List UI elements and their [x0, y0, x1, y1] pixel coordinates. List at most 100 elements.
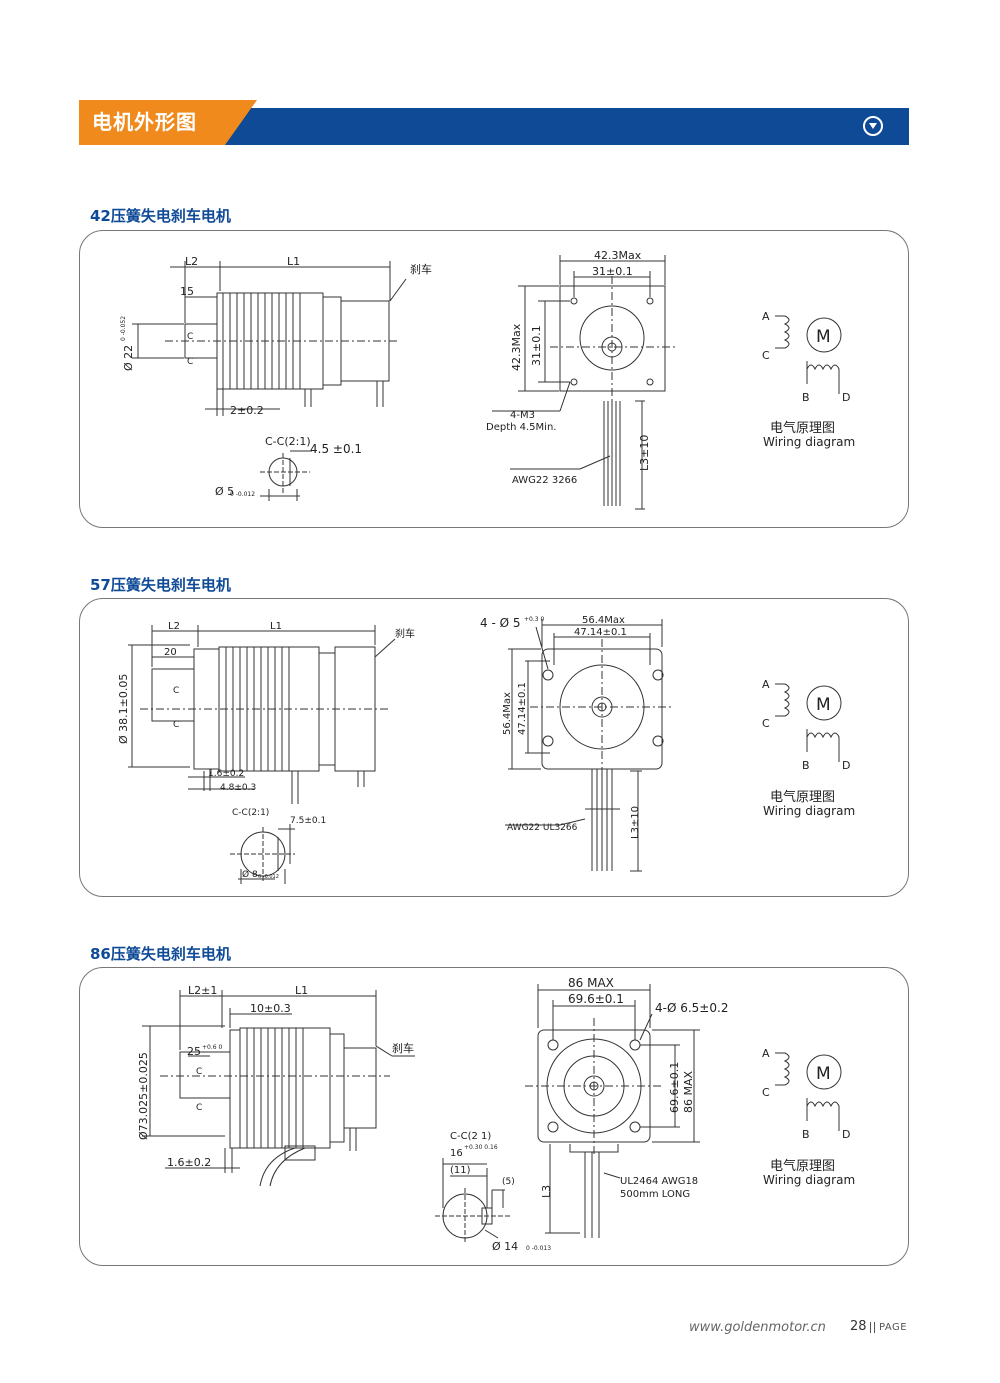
dim-shaft-dia: Ø73.025±0.025	[137, 1052, 150, 1140]
page-title: 电机外形图	[92, 110, 197, 134]
dim-l2: L2±1	[188, 984, 217, 997]
dim-11: (11)	[450, 1165, 471, 1176]
label-depth: Depth 4.5Min.	[486, 422, 556, 433]
wire-c: C	[762, 717, 770, 730]
wiring-title-en: Wiring diagram	[763, 804, 855, 818]
wire-a: A	[762, 678, 770, 691]
wiring-title-cn: 电气原理图	[770, 420, 835, 436]
wire-d: D	[842, 759, 850, 772]
label-awg: AWG22 UL3266	[507, 823, 578, 833]
dim-shaft-dia: Ø 38.1±0.05	[117, 674, 130, 744]
wire-c: C	[762, 1086, 770, 1099]
label-brake: 刹车	[395, 627, 415, 640]
dim-section-dia: Ø 5	[215, 485, 234, 498]
dim-front-pitch: 31±0.1	[592, 265, 633, 278]
wire-b: B	[802, 759, 810, 772]
dim-16: 16	[450, 1148, 463, 1159]
cut-mark-c1: C	[187, 332, 193, 342]
label-holes: 4-M3	[510, 410, 535, 421]
dim-front-vmax: 42.3Max	[510, 323, 523, 371]
dim-l2: L2	[168, 621, 180, 632]
dim-gap2: 4.8±0.3	[220, 783, 256, 793]
wiring-title-en: Wiring diagram	[763, 1173, 855, 1187]
wire-b: B	[802, 1128, 810, 1141]
dim-front-vmax: 56.4Max	[502, 692, 513, 735]
wiring-title-cn: 电气原理图	[770, 1158, 835, 1174]
dim-l1: L1	[287, 255, 300, 268]
dim-20: 20	[164, 647, 177, 658]
dim-section-dia: Ø 8	[242, 869, 258, 880]
cut-mark-c2: C	[187, 357, 193, 367]
dim-flat: 7.5±0.1	[290, 816, 326, 826]
dim-section-tol: 0 -0.013	[526, 1245, 551, 1252]
dim-16-tol: +0.30 0.16	[464, 1144, 498, 1151]
cut-mark-c2: C	[196, 1103, 202, 1113]
motor-symbol: M	[816, 1064, 831, 1084]
dim-shaft-tol: 0 -0.052	[120, 316, 127, 341]
dim-front-max: 42.3Max	[594, 249, 642, 262]
dim-front-vpitch: 47.14±0.1	[517, 682, 528, 735]
header-tab	[79, 100, 257, 145]
cut-mark-c1: C	[173, 686, 179, 696]
dim-10: 10±0.3	[250, 1002, 291, 1015]
dim-gap: 2±0.2	[230, 404, 264, 417]
chevron-down-circle-icon[interactable]	[863, 116, 883, 136]
label-holes: 4-Ø 6.5±0.2	[655, 1001, 728, 1015]
page-separator	[870, 1322, 875, 1333]
dim-gap1: 1.6±0.2	[208, 769, 244, 779]
dim-front-vmax: 86 MAX	[682, 1070, 695, 1113]
section-title-57: 57压簧失电刹车电机	[90, 576, 231, 594]
dim-l3: L3±10	[630, 806, 641, 839]
section-label: C-C(2:1)	[232, 808, 269, 818]
drawing-42: L2 L1 15 刹车 Ø 22 0 -0.052 2±0.2 C C C-C(…	[120, 249, 855, 510]
label-brake: 刹车	[392, 1041, 414, 1055]
wire-d: D	[842, 1128, 850, 1141]
wiring-title-cn: 电气原理图	[770, 789, 835, 805]
dim-l1: L1	[295, 984, 308, 997]
section-title-42: 42压簧失电刹车电机	[90, 207, 231, 225]
dim-flat: 4.5 ±0.1	[310, 442, 362, 456]
label-cable-1: UL2464 AWG18	[620, 1176, 698, 1187]
drawing-86: L2±1 L1 10±0.3 25 +0.6 0 刹车 Ø73.025±0.02…	[137, 976, 855, 1253]
section-title-86: 86压簧失电刹车电机	[90, 945, 231, 963]
dim-5: (5)	[502, 1177, 515, 1187]
drawing-panel-57: L2 L1 20 刹车 Ø 38.1±0.05 1.6±0.2 4.8±0.3 …	[79, 598, 909, 897]
page-label: PAGE	[879, 1322, 908, 1333]
wiring-title-en: Wiring diagram	[763, 435, 855, 449]
dim-l3: L3±10	[638, 435, 651, 471]
drawing-57: L2 L1 20 刹车 Ø 38.1±0.05 1.6±0.2 4.8±0.3 …	[117, 615, 855, 884]
dim-front-max: 56.4Max	[582, 615, 625, 626]
label-cable-2: 500mm LONG	[620, 1189, 690, 1200]
wire-a: A	[762, 1047, 770, 1060]
dim-front-vpitch: 69.6±0.1	[668, 1062, 681, 1113]
dim-l1: L1	[270, 621, 282, 632]
footer-url[interactable]: www.goldenmotor.cn	[689, 1320, 826, 1335]
wire-a: A	[762, 310, 770, 323]
drawing-panel-42: L2 L1 15 刹车 Ø 22 0 -0.052 2±0.2 C C C-C(…	[79, 230, 909, 528]
dim-gap: 1.6±0.2	[167, 1156, 211, 1169]
dim-section-dia: Ø 14	[492, 1240, 518, 1253]
dim-25-tol: +0.6 0	[202, 1044, 222, 1051]
wire-b: B	[802, 391, 810, 404]
section-label: C-C(2:1)	[265, 435, 311, 448]
dim-section-tol: 0 -0.012	[258, 874, 279, 880]
cut-mark-c2: C	[173, 720, 179, 730]
wire-c: C	[762, 349, 770, 362]
dim-25: 25	[187, 1045, 201, 1058]
dim-l2: L2	[185, 255, 198, 268]
motor-symbol: M	[816, 695, 831, 715]
dim-front-vpitch: 31±0.1	[530, 325, 543, 366]
dim-shaft-dia: Ø 22	[122, 345, 135, 371]
dim-front-pitch: 69.6±0.1	[568, 992, 624, 1006]
section-label: C-C(2 1)	[450, 1131, 491, 1142]
page-number: 28	[850, 1319, 867, 1334]
cut-mark-c1: C	[196, 1067, 202, 1077]
dim-front-max: 86 MAX	[568, 976, 614, 990]
dim-l3: L3	[540, 1185, 553, 1198]
label-awg: AWG22 3266	[512, 475, 577, 486]
motor-symbol: M	[816, 327, 831, 347]
label-holes: 4 - Ø 5	[480, 616, 521, 630]
drawing-panel-86: L2±1 L1 10±0.3 25 +0.6 0 刹车 Ø73.025±0.02…	[79, 967, 909, 1266]
label-brake: 刹车	[410, 262, 432, 276]
label-holes-tol: +0.3 0	[524, 616, 544, 623]
